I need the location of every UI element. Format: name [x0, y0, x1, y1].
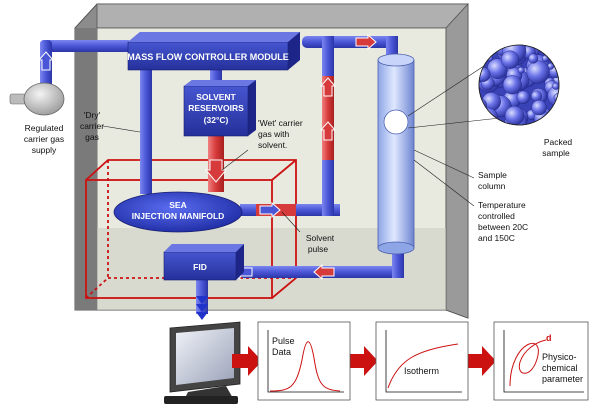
packed-particle [531, 99, 547, 116]
physicochemical-chart [493, 321, 589, 401]
sample-column-line1: Sample [478, 170, 507, 180]
isotherm-label: Isotherm [404, 366, 439, 376]
solvent-pulse-line2: pulse [308, 244, 329, 254]
reservoir-label-line2: RESERVOIRS [188, 103, 244, 113]
mass-flow-controller-module [127, 32, 300, 71]
packed-particle [501, 50, 520, 69]
wet-line2: gas with [258, 129, 289, 139]
dry-line1: 'Dry' [84, 110, 101, 120]
solvent-reservoirs-box [183, 80, 256, 137]
wet-line3: solvent. [258, 140, 287, 150]
physico-label-line2: chemical [542, 363, 578, 373]
physico-marker-label: d [546, 333, 552, 343]
packed-particle [517, 66, 525, 74]
reservoir-label-line1: SOLVENT [196, 92, 236, 102]
sample-column-line2: column [478, 181, 506, 191]
packed-particle [516, 90, 531, 104]
fid-output-arrows [196, 296, 208, 320]
dry-line3: gas [85, 132, 99, 142]
physico-label-line1: Physico- [542, 352, 577, 362]
reservoir-label-line3: (32°C) [204, 115, 229, 125]
regulated-line3: supply [32, 145, 57, 155]
leader-lines [102, 125, 475, 233]
packed-particle [528, 53, 539, 64]
workflow-arrows [232, 346, 496, 376]
pulse-label-line1: Pulse [272, 336, 295, 346]
gas-cylinder [9, 82, 65, 116]
temperature-line2: controlled [478, 211, 515, 221]
sample-column [377, 53, 415, 255]
fid-detector-box [163, 244, 244, 281]
solvent-pulse-line1: Solvent [306, 233, 335, 243]
temperature-line4: and 150C [478, 233, 515, 243]
module-label: MASS FLOW CONTROLLER MODULE [127, 52, 289, 62]
pulse-label-line2: Data [272, 347, 291, 357]
packed-particle [530, 90, 543, 102]
packed-particle [479, 45, 494, 55]
computer-monitor [164, 321, 241, 404]
sea-injection-manifold [113, 191, 243, 233]
temperature-line3: between 20C [478, 222, 528, 232]
manifold-label-line1: SEA [169, 200, 186, 210]
regulated-line2: carrier gas [24, 134, 64, 144]
packed-particle [480, 45, 491, 56]
manifold-label-line2: INJECTION MANIFOLD [132, 211, 225, 221]
wet-line1: 'Wet' carrier [258, 118, 303, 128]
isotherm-chart [375, 321, 469, 401]
physico-label-line3: parameter [542, 374, 583, 384]
fid-label: FID [193, 262, 207, 272]
packed-particle [526, 60, 550, 84]
packed-particle [552, 82, 559, 90]
dry-line2: carrier [80, 121, 104, 131]
packed-particle [504, 105, 525, 125]
temperature-line1: Temperature [478, 200, 526, 210]
packed-line2: sample [542, 148, 570, 158]
packed-particle [541, 55, 549, 63]
packed-particle [479, 67, 491, 82]
packed-particle [502, 75, 522, 95]
regulated-line1: Regulated [25, 123, 64, 133]
oven-enclosure [74, 2, 469, 319]
pulse-data-chart [257, 321, 351, 401]
packed-line1: Packed [544, 137, 573, 147]
